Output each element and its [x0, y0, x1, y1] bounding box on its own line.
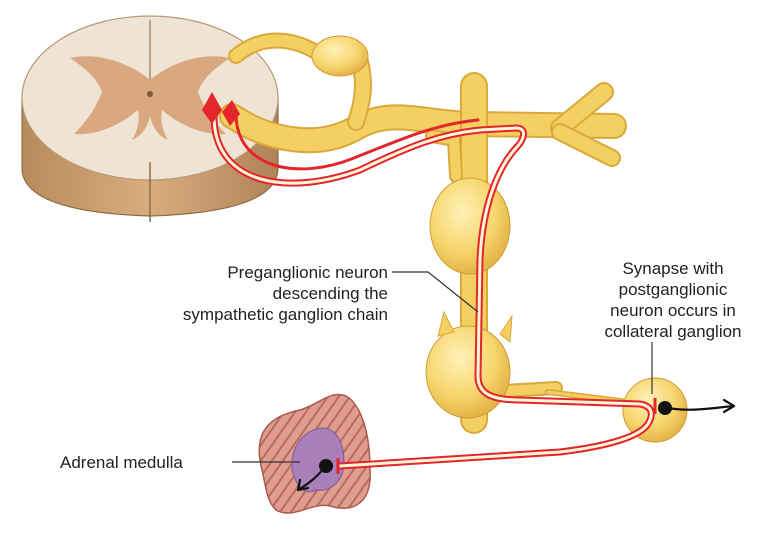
synapse-label-line1: Synapse with	[588, 258, 758, 279]
sympathetic-ganglion-lower	[426, 326, 510, 418]
preganglionic-label-line3: sympathetic ganglion chain	[150, 304, 388, 325]
dorsal-root-ganglion	[312, 36, 368, 76]
synapse-label-line4: collateral ganglion	[588, 321, 758, 342]
preganglionic-label: Preganglionic neuron descending the symp…	[150, 262, 388, 325]
synapse-label-line3: neuron occurs in	[588, 300, 758, 321]
adrenal-gland	[259, 395, 370, 514]
preganglionic-label-line2: descending the	[150, 283, 388, 304]
preganglionic-label-line1: Preganglionic neuron	[150, 262, 388, 283]
adrenal-medulla-label: Adrenal medulla	[60, 452, 220, 473]
synapse-label: Synapse with postganglionic neuron occur…	[588, 258, 758, 342]
synapse-label-line2: postganglionic	[588, 279, 758, 300]
adrenal-medulla-label-text: Adrenal medulla	[60, 452, 220, 473]
sympathetic-ganglion-upper	[430, 178, 510, 274]
postganglionic-cell-body	[658, 401, 672, 415]
